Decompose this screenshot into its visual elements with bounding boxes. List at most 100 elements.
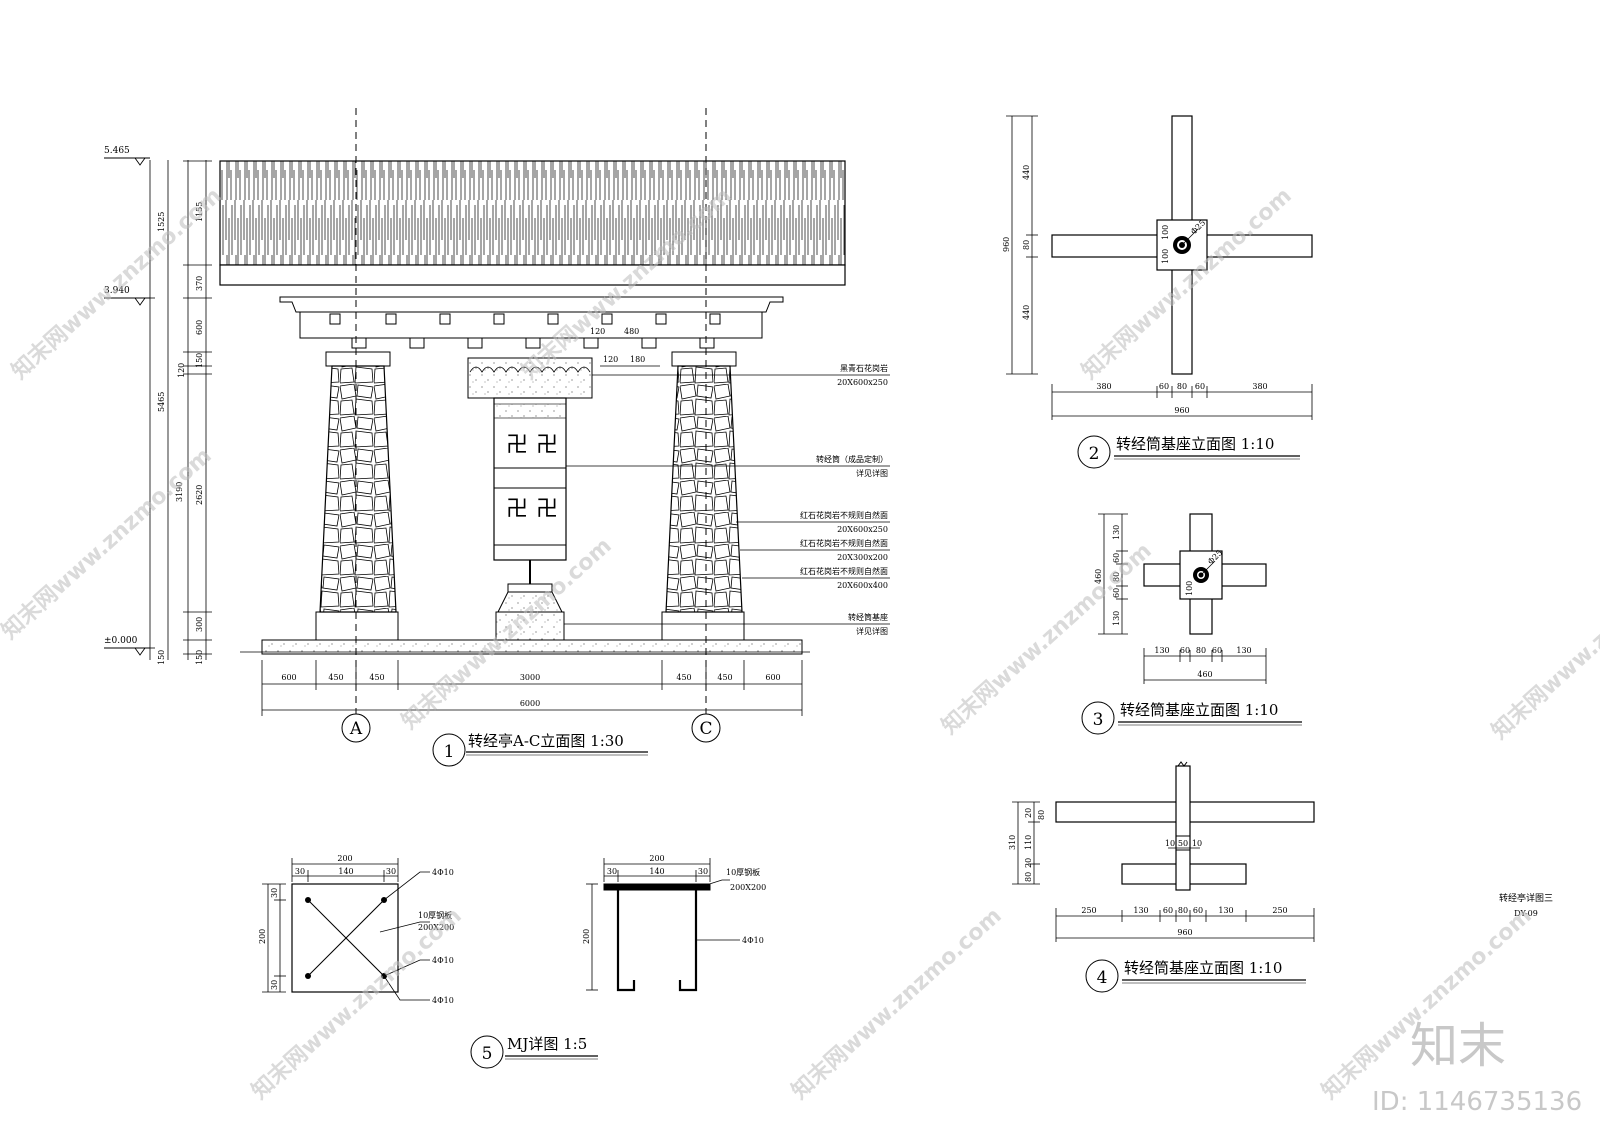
roof-fascia — [219, 264, 846, 286]
level-mid: 3.940 — [104, 286, 130, 296]
axis-c-label: C — [699, 719, 712, 739]
v5-dim-side-2: 200 — [258, 929, 267, 944]
leader-lines — [564, 374, 890, 625]
note-6-material: 转经筒基座 — [848, 612, 888, 622]
note-3-size: 20X600x250 — [837, 525, 888, 534]
dim-beam-1: 120 — [590, 327, 605, 336]
v3-dim-v1: 130 — [1112, 525, 1121, 540]
dim-bottom-1: 600 — [281, 673, 296, 682]
axis-a-label: A — [349, 719, 363, 739]
v3-dim-inner: 100 — [1185, 581, 1194, 596]
column-left — [319, 365, 397, 613]
v2-dim-h5: 380 — [1252, 382, 1267, 391]
beam-cornice — [279, 296, 784, 313]
v5-plate-size: 200X200 — [418, 923, 454, 932]
view-1-number-bubble — [432, 733, 466, 767]
watermark-text: 知末网www.znzmo.com — [397, 533, 617, 735]
level-markers — [104, 157, 150, 656]
dim-left-inner-1: 1155 — [195, 202, 204, 222]
view-1-title: 转经亭A-C立面图 1:30 — [468, 732, 624, 750]
dim-left-inner-4: 120 — [177, 363, 186, 378]
svg-text:卍: 卍 — [506, 433, 528, 458]
v3-dim-h2: 60 — [1180, 646, 1190, 655]
v4-dim-v1: 20 — [1024, 808, 1033, 818]
capital-left — [325, 351, 391, 367]
titleblock-code: DY-09 — [1514, 909, 1538, 918]
axis-a-bubble — [341, 713, 371, 743]
v2-dim-v3: 440 — [1022, 305, 1031, 320]
v5-rebar-label-2: 4Φ10 — [432, 956, 454, 965]
watermark-text: 知末网www.znzmo.com — [1487, 543, 1600, 745]
view-3-title: 转经筒基座立面图 1:10 — [1120, 701, 1278, 719]
v4-dim-h6: 130 — [1218, 906, 1233, 915]
dim-left-inner-5: 150 — [195, 353, 204, 368]
v3-dim-v4: 60 — [1112, 588, 1121, 598]
v5-plate-label: 10厚钢板 — [418, 910, 452, 920]
v5-dim-side-3: 30 — [270, 980, 279, 990]
capital-right — [671, 351, 737, 367]
v5b-dim-sub-1: 30 — [607, 867, 617, 876]
v4-dim-h2: 130 — [1133, 906, 1148, 915]
note-5-material: 红石花岗岩不规则自然面 — [800, 566, 888, 576]
dim-left-inner-6: 2620 — [195, 485, 204, 505]
v5b-dim-sub-3: 30 — [698, 867, 708, 876]
svg-text:卍: 卍 — [506, 497, 528, 522]
dim-left-outer-2: 5465 — [157, 392, 166, 412]
view-2-number: 2 — [1089, 444, 1100, 464]
v5-rebar-label-3: 4Φ10 — [432, 996, 454, 1005]
v2-dim-htotal: 960 — [1174, 406, 1189, 415]
v4-dim-h4: 80 — [1178, 906, 1188, 915]
v5-dim-sub-2: 140 — [338, 867, 353, 876]
v3-dim-v5: 130 — [1112, 611, 1121, 626]
beam — [299, 311, 763, 339]
v2-dim-inner-1: 100 — [1161, 225, 1170, 240]
note-4-size: 20X300x200 — [837, 553, 888, 562]
v5b-plate-label: 10厚钢板 — [726, 867, 760, 877]
v2-dim-v2: 80 — [1022, 240, 1031, 250]
view-4-number: 4 — [1097, 968, 1108, 988]
watermark-text: 知末网www.znzmo.com — [7, 183, 227, 385]
v5b-dim-top: 200 — [649, 854, 664, 863]
v3-dim-htotal: 460 — [1197, 670, 1212, 679]
dim-bottom-total: 6000 — [520, 699, 540, 708]
v2-dim-v1: 440 — [1022, 165, 1031, 180]
note-3-material: 红石花岗岩不规则自然面 — [800, 510, 888, 520]
dim-left-outer-1: 1525 — [157, 212, 166, 232]
note-1-size: 20X600x250 — [837, 378, 888, 387]
v4-dim-h5: 60 — [1193, 906, 1203, 915]
view-5-embed-detail: 200 30 140 30 30 200 30 4Φ10 10厚钢板 200X2… — [258, 854, 766, 1069]
note-5-size: 20X600x400 — [837, 581, 888, 590]
v5b-plate-size: 200X200 — [730, 883, 766, 892]
column-base-right — [661, 611, 745, 641]
view-5-title: MJ详图 1:5 — [507, 1035, 587, 1053]
axis-c-bubble — [691, 713, 721, 743]
v5-dim-top: 200 — [337, 854, 352, 863]
view-2-base-elevation: Φ25 440 80 440 960 100 100 380 60 80 60 … — [1002, 115, 1313, 469]
view-4-title: 转经筒基座立面图 1:10 — [1124, 959, 1282, 977]
svg-text:卍: 卍 — [536, 433, 558, 458]
view-5-number: 5 — [482, 1044, 493, 1064]
image-id-text: ID: 1146735136 — [1372, 1087, 1582, 1117]
note-1-material: 黑青石花岗岩 — [840, 363, 888, 373]
beam-dim-lines — [586, 337, 660, 367]
svg-text:卍: 卍 — [536, 497, 558, 522]
v4-dim-v3: 110 — [1024, 835, 1033, 850]
watermark-text: 知末网www.znzmo.com — [787, 903, 1007, 1105]
view-2-title: 转经筒基座立面图 1:10 — [1116, 435, 1274, 453]
view-1-number: 1 — [444, 742, 455, 762]
left-dim-lines — [145, 160, 212, 660]
dim-left-inner-3: 600 — [195, 320, 204, 335]
dim-beam-3: 120 — [603, 355, 618, 364]
view-4-base-elevation: 20 80 110 20 80 310 10 50 10 250 130 60 … — [1008, 761, 1315, 993]
v5b-rebar-label: 4Φ10 — [742, 936, 764, 945]
dim-bottom-2: 450 — [328, 673, 343, 682]
v5-dim-sub-1: 30 — [295, 867, 305, 876]
level-top: 5.465 — [104, 146, 130, 156]
v4-dim-htotal: 960 — [1177, 928, 1192, 937]
v3-dim-h5: 130 — [1236, 646, 1251, 655]
prayer-wheel: 卍卍 卍卍 — [467, 357, 593, 641]
dim-beam-2: 480 — [624, 327, 639, 336]
v3-dim-h3: 80 — [1196, 646, 1206, 655]
v4-dim-h3: 60 — [1163, 906, 1173, 915]
